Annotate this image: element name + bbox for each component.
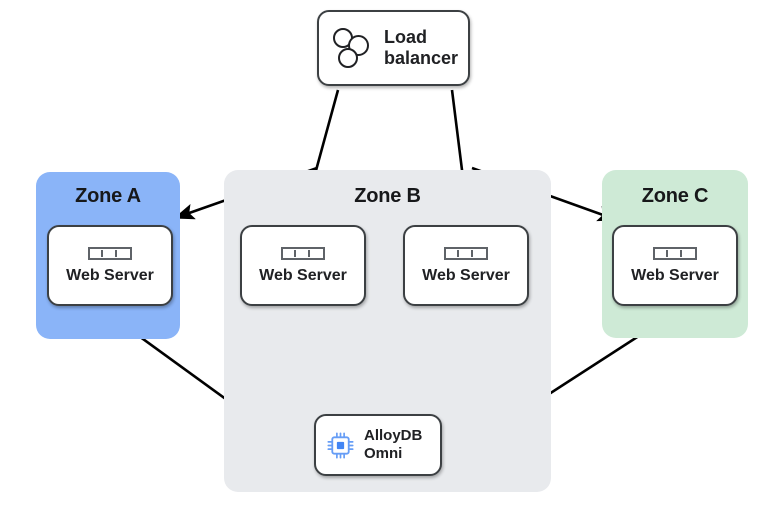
zone-c-title: Zone C bbox=[641, 185, 709, 207]
web-server-node-zone-b-2[interactable]: Web Server bbox=[403, 225, 529, 306]
server-rack-icon bbox=[444, 246, 488, 260]
web-server-node-zone-b-1[interactable]: Web Server bbox=[240, 225, 366, 306]
web-server-label: Web Server bbox=[631, 266, 719, 284]
alloydb-omni-label-line1: AlloyDB bbox=[364, 427, 423, 444]
zone-a-title: Zone A bbox=[75, 185, 141, 207]
alloydb-omni-label-line2: Omni bbox=[364, 445, 403, 462]
load-balancer-label: Load balancer bbox=[384, 27, 458, 69]
load-balancer-label-line2: balancer bbox=[384, 48, 459, 68]
cpu-chip-icon bbox=[327, 431, 354, 459]
alloydb-omni-node[interactable]: AlloyDB Omni bbox=[314, 414, 442, 476]
web-server-node-zone-a[interactable]: Web Server bbox=[47, 225, 173, 306]
server-rack-icon bbox=[88, 246, 132, 260]
web-server-node-zone-c[interactable]: Web Server bbox=[612, 225, 738, 306]
load-balancer-node[interactable]: Load balancer bbox=[317, 10, 470, 86]
server-rack-icon bbox=[281, 246, 325, 260]
web-server-label: Web Server bbox=[259, 266, 347, 284]
server-rack-icon bbox=[653, 246, 697, 260]
three-circles-icon bbox=[333, 27, 373, 69]
web-server-label: Web Server bbox=[422, 266, 510, 284]
alloydb-omni-label: AlloyDB Omni bbox=[364, 427, 422, 463]
web-server-label: Web Server bbox=[66, 266, 154, 284]
zone-b-title: Zone B bbox=[354, 185, 421, 207]
load-balancer-label-line1: Load bbox=[384, 26, 427, 47]
